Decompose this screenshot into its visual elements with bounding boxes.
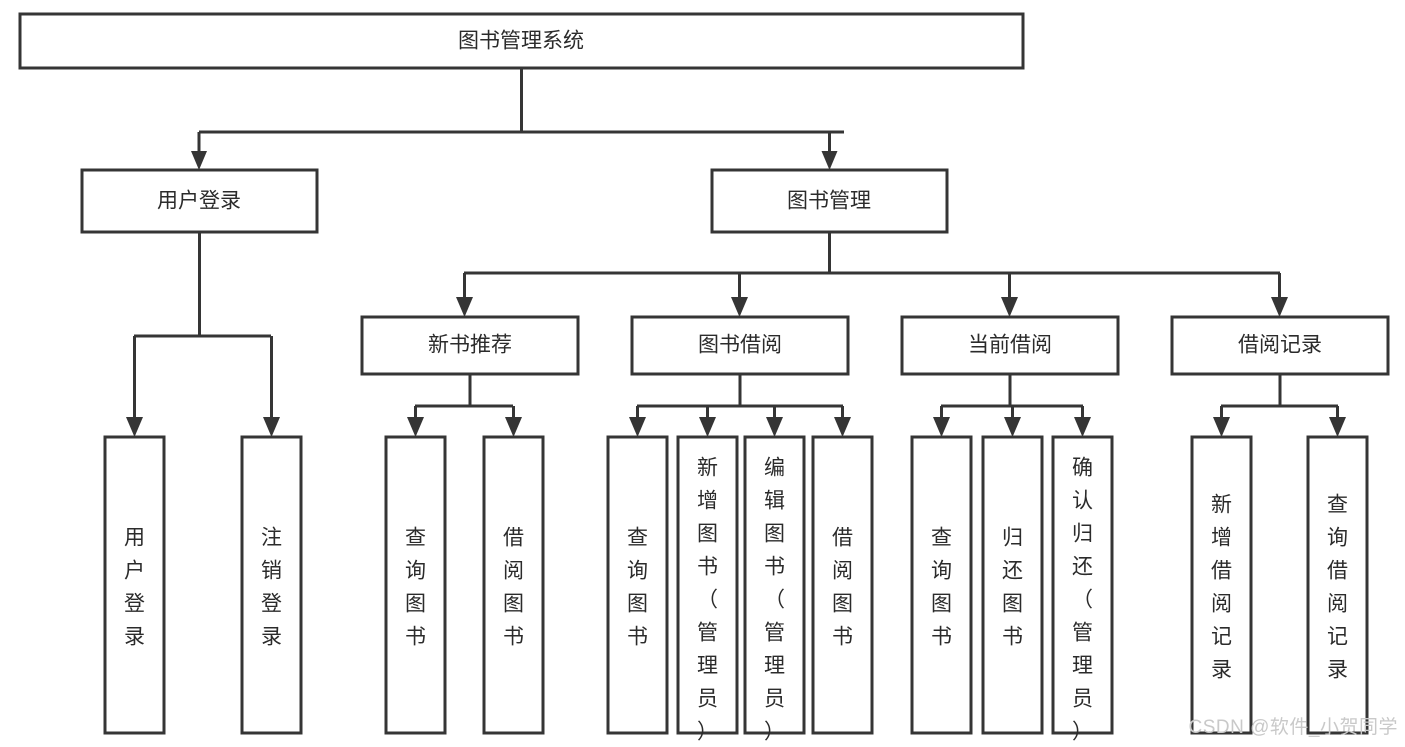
node-leaf-query-book-3-box[interactable] — [910, 435, 973, 735]
node-leaf-return-book-label: 归还图书 — [1002, 527, 1023, 649]
node-book-borrow-box[interactable] — [630, 315, 850, 376]
node-leaf-user-login-box[interactable] — [103, 435, 166, 735]
node-leaf-add-book[interactable]: 新增图书（管理员） — [676, 435, 739, 744]
arrow-head-leaf-add-book — [699, 417, 716, 437]
node-leaf-add-record[interactable]: 新增借阅记录 — [1190, 435, 1253, 735]
node-user-login[interactable]: 用户登录 — [80, 168, 319, 234]
node-book-manage-label: 图书管理 — [787, 190, 871, 213]
arrow-head-new-book-rec — [456, 297, 473, 317]
node-leaf-confirm-return[interactable]: 确认归还（管理员） — [1051, 435, 1114, 744]
node-leaf-query-record-label: 查询借阅记录 — [1327, 494, 1348, 682]
node-leaf-borrow-book-1-box[interactable] — [482, 435, 545, 735]
node-leaf-edit-book-box[interactable] — [743, 435, 806, 735]
node-new-book-rec[interactable]: 新书推荐 — [360, 315, 580, 376]
node-root[interactable]: 图书管理系统 — [18, 12, 1025, 70]
arrow-head-leaf-query-book-3 — [933, 417, 950, 437]
node-new-book-rec-box[interactable] — [360, 315, 580, 376]
arrow-head-leaf-query-record — [1329, 417, 1346, 437]
node-leaf-query-book-1-label: 查询图书 — [405, 527, 426, 649]
node-root-box[interactable] — [18, 12, 1025, 70]
node-book-borrow[interactable]: 图书借阅 — [630, 315, 850, 376]
node-leaf-confirm-return-box[interactable] — [1051, 435, 1114, 735]
node-user-login-box[interactable] — [80, 168, 319, 234]
node-leaf-user-login[interactable]: 用户登录 — [103, 435, 166, 735]
node-leaf-user-login-label: 用户登录 — [124, 527, 145, 649]
node-book-borrow-label: 图书借阅 — [698, 334, 782, 357]
node-leaf-return-book[interactable]: 归还图书 — [981, 435, 1044, 735]
connector-layer — [126, 68, 1346, 437]
node-leaf-query-book-3-label: 查询图书 — [931, 527, 952, 649]
node-current-borrow-box[interactable] — [900, 315, 1120, 376]
node-root-label: 图书管理系统 — [458, 30, 584, 53]
node-leaf-add-book-label: 新增图书（管理员） — [697, 457, 718, 744]
node-leaf-logout-label: 注销登录 — [261, 527, 282, 649]
node-leaf-query-book-1[interactable]: 查询图书 — [384, 435, 447, 735]
node-borrow-record[interactable]: 借阅记录 — [1170, 315, 1390, 376]
node-leaf-logout[interactable]: 注销登录 — [240, 435, 303, 735]
node-leaf-query-record-box[interactable] — [1306, 435, 1369, 735]
arrow-head-user-login — [191, 151, 207, 170]
arrow-head-current-borrow — [1001, 297, 1018, 317]
arrow-head-leaf-return-book — [1004, 417, 1021, 437]
arrow-head-leaf-query-book-1 — [407, 417, 424, 437]
node-leaf-borrow-book-2-label: 借阅图书 — [832, 527, 853, 649]
node-leaf-edit-book-label: 编辑图书（管理员） — [764, 457, 785, 744]
node-leaf-query-book-2[interactable]: 查询图书 — [606, 435, 669, 735]
node-leaf-borrow-book-2-box[interactable] — [811, 435, 874, 735]
arrow-head-book-borrow — [731, 297, 748, 317]
node-leaf-query-book-3[interactable]: 查询图书 — [910, 435, 973, 735]
node-leaf-add-record-label: 新增借阅记录 — [1211, 494, 1232, 682]
arrow-head-leaf-add-record — [1213, 417, 1230, 437]
arrow-head-leaf-borrow-book-1 — [505, 417, 522, 437]
node-current-borrow[interactable]: 当前借阅 — [900, 315, 1120, 376]
node-book-manage[interactable]: 图书管理 — [710, 168, 949, 234]
node-current-borrow-label: 当前借阅 — [968, 334, 1052, 357]
node-leaf-edit-book[interactable]: 编辑图书（管理员） — [743, 435, 806, 744]
node-leaf-borrow-book-1[interactable]: 借阅图书 — [482, 435, 545, 735]
node-book-manage-box[interactable] — [710, 168, 949, 234]
node-new-book-rec-label: 新书推荐 — [428, 334, 512, 357]
node-user-login-label: 用户登录 — [157, 190, 241, 213]
arrow-head-leaf-user-login — [126, 417, 143, 437]
arrow-head-leaf-query-book-2 — [629, 417, 646, 437]
node-leaf-add-book-box[interactable] — [676, 435, 739, 735]
node-leaf-return-book-box[interactable] — [981, 435, 1044, 735]
arrow-head-borrow-record — [1271, 297, 1288, 317]
node-leaf-query-book-2-box[interactable] — [606, 435, 669, 735]
arrow-head-leaf-borrow-book-2 — [834, 417, 851, 437]
arrow-head-leaf-confirm-return — [1074, 417, 1091, 437]
node-leaf-confirm-return-label: 确认归还（管理员） — [1072, 457, 1093, 744]
arrow-head-leaf-edit-book — [766, 417, 783, 437]
node-leaf-borrow-book-1-label: 借阅图书 — [503, 527, 524, 649]
node-leaf-borrow-book-2[interactable]: 借阅图书 — [811, 435, 874, 735]
node-leaf-add-record-box[interactable] — [1190, 435, 1253, 735]
node-borrow-record-box[interactable] — [1170, 315, 1390, 376]
arrow-head-book-manage — [821, 151, 838, 170]
node-leaf-query-book-1-box[interactable] — [384, 435, 447, 735]
arrow-head-leaf-logout — [263, 417, 280, 437]
node-borrow-record-label: 借阅记录 — [1238, 334, 1322, 357]
node-leaf-query-record[interactable]: 查询借阅记录 — [1306, 435, 1369, 735]
node-leaf-logout-box[interactable] — [240, 435, 303, 735]
csdn-watermark: CSDN @软件_小贺同学 — [1189, 716, 1398, 738]
node-leaf-query-book-2-label: 查询图书 — [627, 527, 648, 649]
